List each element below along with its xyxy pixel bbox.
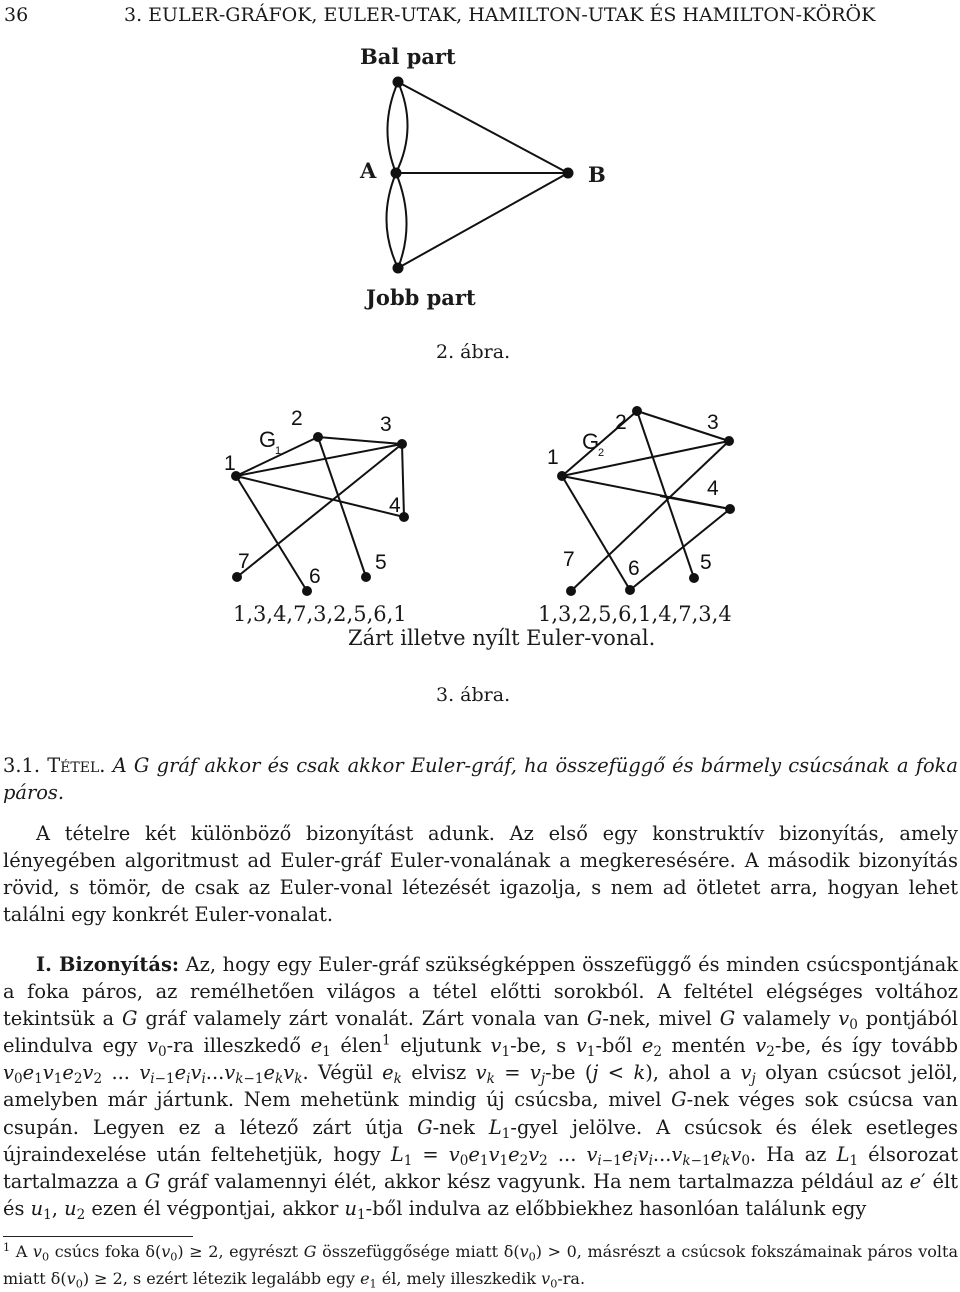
footnote-rule <box>3 1236 193 1237</box>
theorem-3-1: 3.1. Tétel. A G gráf akkor és csak akkor… <box>3 752 958 806</box>
theorem-keyword: Tétel. <box>47 754 106 777</box>
figure-2-edges <box>385 81 569 269</box>
page-number: 36 <box>4 4 29 26</box>
figure-3-g2-vertex-labels: 1 2 3 4 5 6 7 <box>547 411 719 580</box>
figure-3-subtitle: Zárt illetve nyílt Euler-vonal. <box>348 626 656 650</box>
vertex-top <box>392 76 404 88</box>
figure-3-g1-vertices <box>231 432 409 596</box>
figure-2-caption: 2. ábra. <box>436 341 511 363</box>
g2-subscript: 2 <box>598 447 604 459</box>
g1-vertex-label: 7 <box>238 550 250 573</box>
proof-text: Az, hogy egy Euler-gráf szükségképpen ös… <box>3 953 959 1223</box>
vertex-bottom <box>392 262 404 274</box>
footnote-marker: 1 <box>3 1240 11 1254</box>
g1-name: G <box>259 427 276 452</box>
edge-bottom-b <box>397 172 569 269</box>
proof-1: I. Bizonyítás: Az, hogy egy Euler-gráf s… <box>3 951 958 1222</box>
edge-a-bottom-right <box>395 172 408 269</box>
vertex-a <box>390 167 402 179</box>
figure-3-caption: 3. ábra. <box>436 684 511 706</box>
theorem-statement: A G gráf akkor és csak akkor Euler-gráf,… <box>3 754 958 805</box>
g1-vertex-label: 6 <box>309 565 321 588</box>
figure-2-vertices <box>390 76 574 274</box>
g2-name: G <box>582 429 599 454</box>
figure-3-g1-vertex-labels: 1 2 3 4 5 6 7 <box>224 407 401 588</box>
g1-vertex-label: 2 <box>291 407 303 430</box>
figure-2-node-b: B <box>588 162 606 187</box>
g2-vertex-label: 5 <box>700 551 712 574</box>
g2-vertex-label: 7 <box>563 548 575 571</box>
figure-3-g2-vertices <box>557 406 735 596</box>
edge-a-bottom-left <box>385 172 399 269</box>
theorem-number: 3.1. <box>3 754 41 777</box>
paragraph-intro: A tételre két különböző bizonyítást adun… <box>3 822 958 927</box>
edge-top-a-left <box>386 81 399 174</box>
g2-vertex-label: 2 <box>615 411 627 434</box>
figure-2-bottom-label: Jobb part <box>366 285 476 310</box>
g2-vertex-label: 3 <box>707 411 719 434</box>
chapter-title: 3. EULER-GRÁFOK, EULER-UTAK, HAMILTON-UT… <box>124 4 876 26</box>
g1-subscript: 1 <box>275 445 281 457</box>
g1-vertex-label: 5 <box>375 551 387 574</box>
g1-vertex-label: 1 <box>224 452 236 475</box>
proof-label: I. Bizonyítás: <box>36 953 180 976</box>
g1-vertex-label: 3 <box>380 413 392 436</box>
edge-top-a-right <box>395 81 409 174</box>
figure-2-top-label: Bal part <box>360 44 456 69</box>
footnote-text: A v0 csúcs foka δ(v0) ≥ 2, egyrészt G ös… <box>3 1242 958 1291</box>
g1-euler-sequence: 1,3,4,7,3,2,5,6,1 <box>233 602 407 626</box>
figure-2-node-a: A <box>360 158 377 183</box>
vertex-b <box>562 167 574 179</box>
figure-2-graph: 1 2 3 4 5 6 7 G 1 1 2 3 4 5 6 7 G 2 <box>224 76 735 596</box>
g2-euler-sequence: 1,3,2,5,6,1,4,7,3,4 <box>538 602 732 626</box>
g2-vertex-label: 4 <box>707 477 719 500</box>
edge-top-b <box>397 81 569 174</box>
g1-vertex-label: 4 <box>389 494 401 517</box>
g2-vertex-label: 6 <box>628 557 640 580</box>
figure-3-g2-edges <box>561 410 731 592</box>
g2-vertex-label: 1 <box>547 446 559 469</box>
footnote: 1 A v0 csúcs foka δ(v0) ≥ 2, egyrészt G … <box>3 1238 958 1292</box>
figure-3-g1-edges <box>235 436 405 592</box>
